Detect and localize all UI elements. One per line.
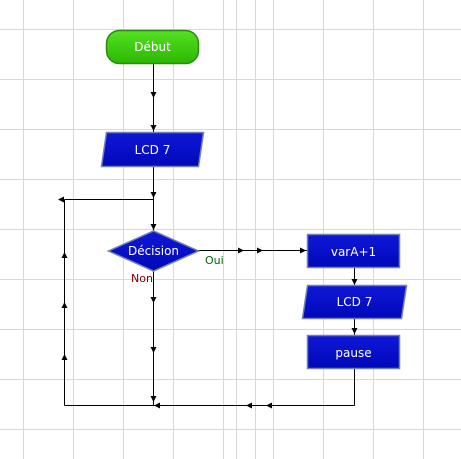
start-label: Début — [134, 40, 171, 54]
arrow-head — [257, 247, 263, 254]
start-node[interactable]: Début — [105, 29, 200, 65]
arrow-head — [61, 252, 68, 258]
arrow-head — [150, 347, 157, 353]
decision-label: Décision — [128, 244, 179, 258]
arrow-head — [150, 92, 157, 98]
arrow-head — [266, 402, 272, 409]
decision-node[interactable]: Décision — [106, 230, 201, 272]
connectors — [58, 63, 358, 409]
lcd-output-label-2: LCD 7 — [337, 295, 373, 309]
arrow-head — [150, 396, 157, 402]
arrow-head — [246, 402, 252, 409]
arrow-head — [150, 192, 157, 198]
lcd-output-label: LCD 7 — [135, 143, 171, 157]
arrow-head — [238, 247, 244, 254]
arrow-head — [61, 354, 68, 360]
no-branch-label: Non — [131, 272, 153, 285]
arrow-head — [150, 297, 157, 303]
lcd-output-node-2[interactable]: LCD 7 — [301, 284, 408, 320]
increment-node[interactable]: varA+1 — [306, 233, 401, 269]
pause-node[interactable]: pause — [306, 334, 401, 370]
arrow-head — [150, 125, 157, 131]
arrow-head — [154, 402, 160, 409]
arrow-head — [351, 328, 358, 334]
arrow-head — [150, 224, 157, 230]
arrow-head — [61, 302, 68, 308]
pause-label: pause — [335, 346, 371, 360]
increment-label: varA+1 — [331, 245, 376, 259]
arrow-head — [300, 247, 306, 254]
lcd-output-node[interactable]: LCD 7 — [100, 131, 205, 168]
arrow-head — [58, 196, 64, 203]
yes-branch-label: Oui — [205, 254, 224, 267]
arrow-head — [351, 279, 358, 285]
